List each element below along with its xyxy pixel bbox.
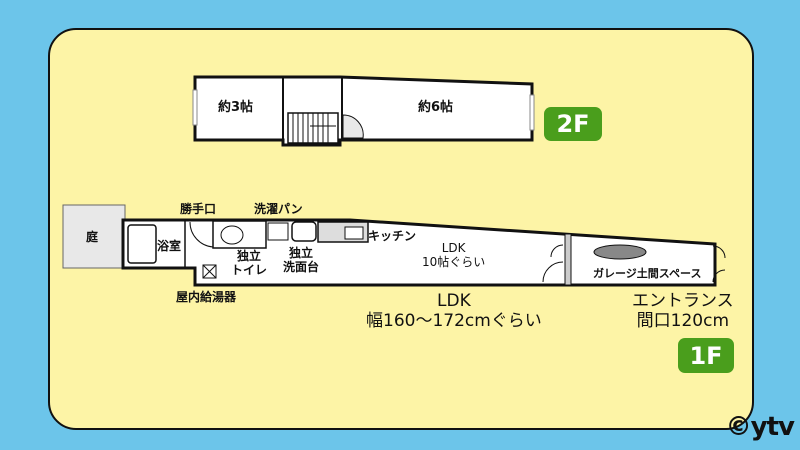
door-swing-icon	[342, 114, 364, 139]
floor-badge-2f: 2F	[544, 107, 602, 141]
window-icon	[192, 89, 198, 126]
floor-1-plan	[62, 204, 726, 287]
water-heater-label: 屋内給湯器	[176, 290, 237, 304]
ytv-copyright-logo: ©ytv	[725, 412, 795, 442]
room-label-6jo: 約6帖	[418, 100, 454, 115]
ldk-width-note: LDK 幅160〜172cmぐらい	[366, 291, 542, 331]
laundry-pan-label: 洗濯パン	[254, 202, 303, 216]
ldk-room-label: LDK 10帖ぐらい	[422, 241, 486, 269]
door-swing-icon	[550, 244, 564, 258]
door-swing-icon	[712, 245, 726, 283]
entrance-note: エントランス 間口120cm	[632, 291, 734, 331]
washstand-label: 独立 洗面台	[283, 246, 320, 274]
motorcycle-icon	[593, 244, 647, 260]
toilet-label: 独立 トイレ	[231, 249, 268, 277]
window-icon	[529, 94, 535, 131]
bathtub-icon	[127, 224, 157, 264]
back-door-label: 勝手口	[180, 202, 217, 216]
partition-wall	[564, 233, 572, 286]
laundry-pan-icon	[267, 222, 289, 241]
kitchen-label: キッチン	[368, 229, 417, 243]
floor-badge-1f: 1F	[678, 338, 734, 373]
washbasin-icon	[291, 221, 317, 242]
toilet-icon	[220, 225, 244, 245]
room-label-3jo: 約3帖	[218, 100, 254, 115]
garden-area	[62, 204, 126, 269]
floor-2-plan	[192, 75, 535, 147]
garden-label: 庭	[86, 230, 99, 244]
bath-label: 浴室	[157, 239, 182, 253]
garage-label: ガレージ土間スペース	[593, 267, 702, 280]
